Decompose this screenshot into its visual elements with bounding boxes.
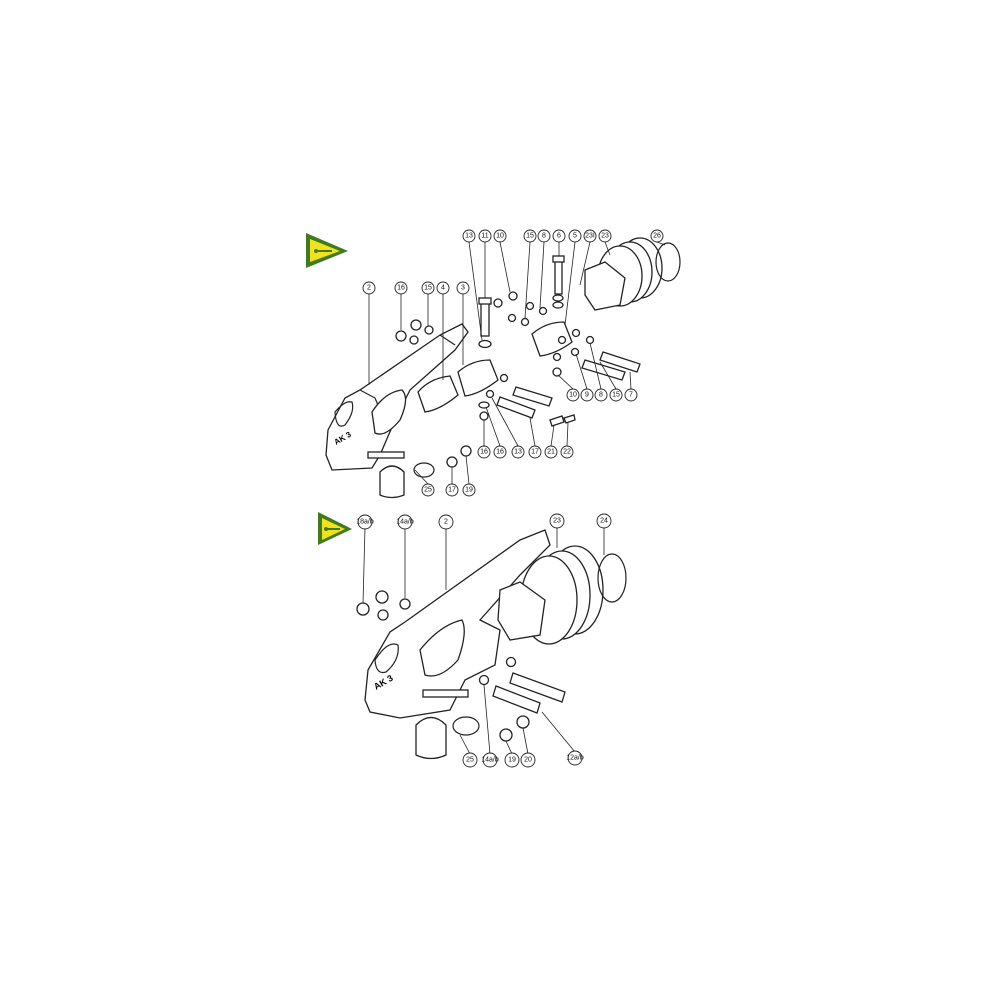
callout: 15 (609, 388, 623, 402)
svg-text:14a/b: 14a/b (481, 757, 499, 764)
callout: 19 (462, 483, 476, 497)
callout: 8 (594, 388, 608, 402)
svg-text:15: 15 (424, 285, 432, 292)
svg-text:4: 4 (441, 285, 445, 292)
svg-text:2: 2 (367, 285, 371, 292)
callout: 11 (478, 229, 492, 243)
callout: 10 (493, 229, 507, 243)
callout: 23I (583, 229, 597, 243)
svg-text:13: 13 (514, 449, 522, 456)
callout: 3 (456, 281, 470, 295)
svg-text:25: 25 (424, 487, 432, 494)
callout: 21 (544, 445, 558, 459)
svg-text:18a/b: 18a/b (356, 519, 374, 526)
fasteners-top (379, 255, 641, 499)
clamp-ring-24 (597, 553, 627, 603)
callout: 26 (650, 229, 664, 243)
svg-text:23I: 23I (585, 233, 595, 240)
callouts-bottom: 18a/b 14a/b 2 23 24 25 14a/b 19 20 12a/b (356, 513, 612, 768)
half-shell-4 (417, 375, 459, 413)
svg-text:25: 25 (466, 757, 474, 764)
svg-text:17: 17 (531, 449, 539, 456)
svg-text:19: 19 (508, 757, 516, 764)
callout: 18a/b (356, 514, 374, 530)
callout: 10 (566, 388, 580, 402)
callout: 16 (493, 445, 507, 459)
bellows-23-bottom (497, 545, 604, 645)
callout: 25 (462, 752, 478, 768)
callout: 16 (394, 281, 408, 295)
callout: 17 (528, 445, 542, 459)
direction-arrow-icon (318, 512, 352, 545)
callout: 15 (523, 229, 537, 243)
half-shell-3 (457, 359, 499, 397)
leader-lines (362, 241, 666, 755)
callout: 2 (438, 514, 454, 530)
callout: 24 (596, 513, 612, 529)
svg-text:16: 16 (496, 449, 504, 456)
svg-text:16: 16 (480, 449, 488, 456)
svg-text:20: 20 (524, 757, 532, 764)
svg-text:15: 15 (612, 392, 620, 399)
svg-text:12a/b: 12a/b (566, 755, 584, 762)
callout: 16 (477, 445, 491, 459)
callout: 17 (445, 483, 459, 497)
callout: 23 (598, 229, 612, 243)
callout: 9 (580, 388, 594, 402)
coupling-body-bottom: AK 3 (364, 529, 551, 719)
svg-text:26: 26 (653, 233, 661, 240)
half-shell-5 (531, 321, 573, 357)
svg-text:24: 24 (600, 518, 608, 525)
callout: 23 (549, 513, 565, 529)
svg-text:7: 7 (629, 392, 633, 399)
callout: 14a/b (396, 514, 414, 530)
svg-text:21: 21 (547, 449, 555, 456)
callout: 7 (624, 388, 638, 402)
svg-text:2: 2 (444, 519, 448, 526)
callout: 25 (421, 483, 435, 497)
svg-text:11: 11 (481, 233, 488, 240)
svg-text:22: 22 (563, 449, 571, 456)
fasteners-bottom (356, 590, 566, 760)
svg-text:8: 8 (542, 233, 546, 240)
svg-text:19: 19 (465, 487, 473, 494)
svg-text:3: 3 (461, 285, 465, 292)
callout: 12a/b (566, 750, 584, 766)
callout: 13 (462, 229, 476, 243)
callout: 20 (520, 752, 536, 768)
svg-text:10: 10 (496, 233, 504, 240)
bellows-23-top (584, 237, 663, 311)
svg-text:23: 23 (601, 233, 609, 240)
svg-text:5: 5 (573, 233, 577, 240)
svg-text:16: 16 (397, 285, 405, 292)
callout: 19 (504, 752, 520, 768)
svg-text:14a/b: 14a/b (396, 519, 414, 526)
svg-text:15: 15 (526, 233, 534, 240)
callout: 13 (511, 445, 525, 459)
direction-arrow-icon (306, 233, 348, 268)
svg-text:8: 8 (599, 392, 603, 399)
svg-text:13: 13 (465, 233, 473, 240)
svg-text:23: 23 (553, 518, 561, 525)
callouts-top: 13 11 10 15 8 6 5 23I 23 26 2 16 15 4 3 … (362, 229, 664, 497)
callout: 6 (552, 229, 566, 243)
callout: 15 (421, 281, 435, 295)
callout: 4 (436, 281, 450, 295)
svg-text:10: 10 (569, 392, 577, 399)
callout: 5 (568, 229, 582, 243)
svg-text:9: 9 (585, 392, 589, 399)
callout: 14a/b (481, 752, 499, 768)
clamp-ring-26 (655, 242, 681, 282)
callout: 22 (560, 445, 574, 459)
callout: 2 (362, 281, 376, 295)
callout: 8 (537, 229, 551, 243)
coupling-body-top: AK 3 (325, 323, 469, 471)
svg-text:17: 17 (448, 487, 456, 494)
svg-text:6: 6 (557, 233, 561, 240)
